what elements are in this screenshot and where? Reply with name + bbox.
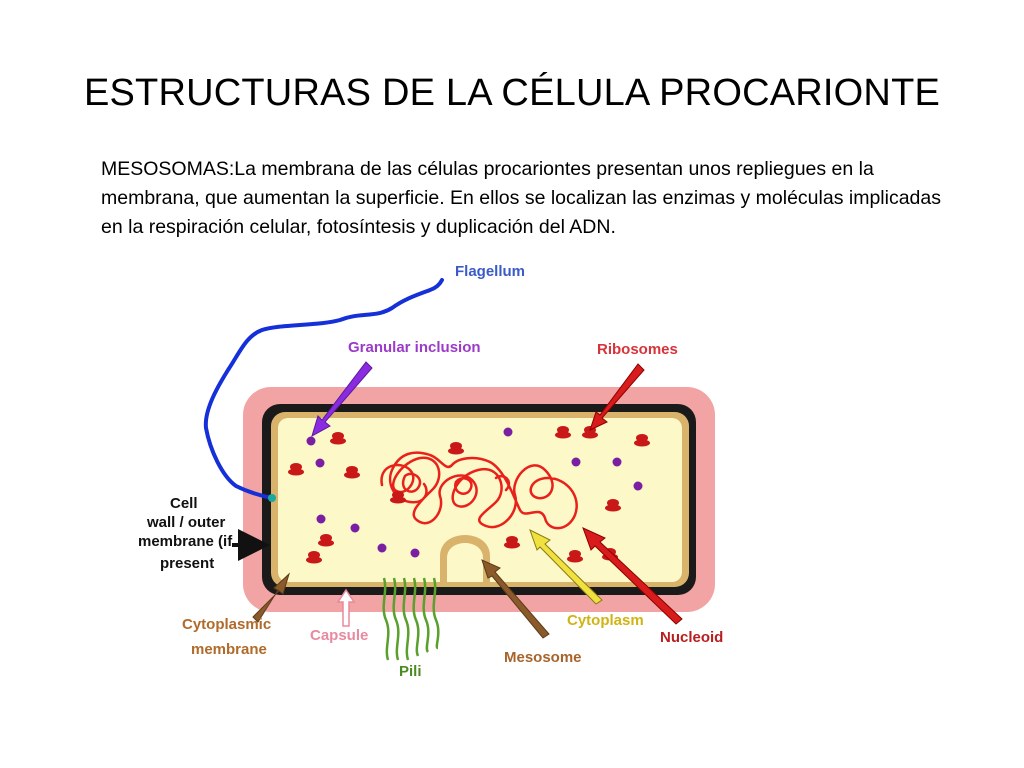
cytoplasm-label: Cytoplasm bbox=[567, 612, 644, 629]
granular-inclusion-arrow bbox=[311, 361, 373, 438]
ribosome bbox=[605, 499, 621, 512]
pili bbox=[382, 577, 440, 661]
granule bbox=[410, 548, 420, 558]
ribosome bbox=[448, 442, 464, 455]
capsule-arrow bbox=[336, 588, 356, 627]
cytoplasm-area bbox=[278, 418, 682, 582]
mesosome-label: Mesosome bbox=[504, 649, 582, 666]
mesosome-description: MESOSOMAS:La membrana de las células pro… bbox=[101, 158, 941, 238]
flagellum-label: Flagellum bbox=[455, 263, 525, 280]
granule bbox=[316, 514, 326, 524]
svg-text:membrane: membrane bbox=[191, 641, 267, 658]
granule bbox=[350, 523, 360, 533]
svg-text:present: present bbox=[160, 555, 214, 572]
ribosome-cluster bbox=[288, 426, 650, 564]
granular-inclusion-label: Granular inclusion bbox=[348, 339, 481, 356]
ribosome bbox=[318, 534, 334, 547]
mesosome-arrow bbox=[481, 559, 550, 639]
granule bbox=[503, 427, 513, 437]
ribosome bbox=[555, 426, 571, 439]
granule-cluster bbox=[306, 427, 643, 558]
ribosome bbox=[504, 536, 520, 549]
svg-text:wall / outer: wall / outer bbox=[146, 514, 226, 531]
cytoplasmic-membrane-label: Cytoplasmic membrane bbox=[182, 616, 271, 658]
ribosome bbox=[288, 463, 304, 476]
granule bbox=[315, 458, 325, 468]
ribosome bbox=[344, 466, 360, 479]
svg-text:Cell: Cell bbox=[170, 495, 198, 512]
granule bbox=[633, 481, 643, 491]
nucleoid-arrow bbox=[582, 527, 683, 625]
ribosomes-label: Ribosomes bbox=[597, 341, 678, 358]
ribosome bbox=[567, 550, 583, 563]
slide-title: ESTRUCTURAS DE LA CÉLULA PROCARIONTE bbox=[83, 72, 941, 114]
ribosome bbox=[306, 551, 322, 564]
ribosome bbox=[330, 432, 346, 445]
cell-wall-label: Cell wall / outer membrane (if present bbox=[138, 495, 233, 572]
cytoplasm-arrow bbox=[529, 529, 603, 605]
pili-label: Pili bbox=[399, 663, 422, 680]
svg-text:membrane (if: membrane (if bbox=[138, 533, 233, 550]
granule bbox=[571, 457, 581, 467]
cytoplasmic-membrane-arrow bbox=[252, 572, 291, 623]
granule bbox=[306, 436, 316, 446]
capsule-label: Capsule bbox=[310, 627, 368, 644]
granule bbox=[377, 543, 387, 553]
ribosome bbox=[390, 491, 406, 504]
ribosomes-arrow bbox=[589, 363, 645, 431]
nucleoid-dna bbox=[380, 451, 578, 530]
granule bbox=[612, 457, 622, 467]
nucleoid-label: Nucleoid bbox=[660, 629, 723, 646]
ribosome bbox=[634, 434, 650, 447]
flagellum bbox=[203, 278, 444, 500]
svg-text:Cytoplasmic: Cytoplasmic bbox=[182, 616, 271, 633]
